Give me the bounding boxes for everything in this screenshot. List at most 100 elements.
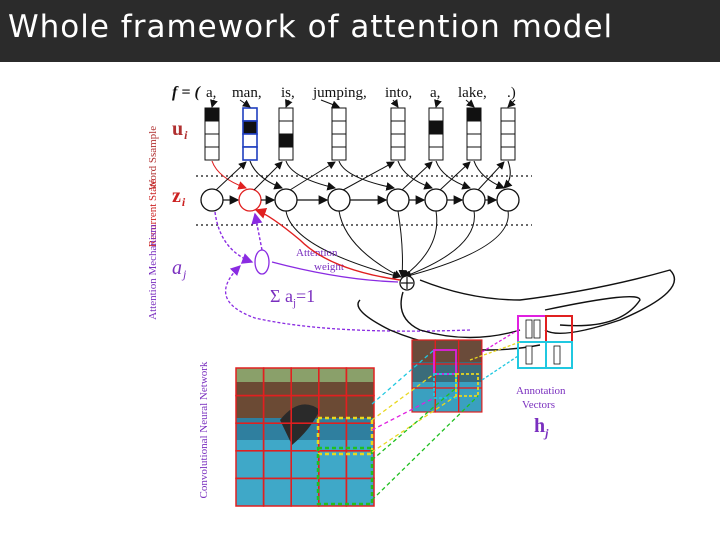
attention-mechanism-group-label: Attention Mechanism bbox=[147, 224, 159, 320]
row-group-labels: Word Ssample Recurrent State Attention M… bbox=[147, 126, 159, 320]
state-to-context-arrow bbox=[402, 210, 475, 279]
cnn-label: Convolutional Neural Network bbox=[198, 361, 210, 498]
annotation-feedback-loop-2 bbox=[357, 299, 541, 351]
input-image-sky bbox=[236, 368, 374, 382]
feature-to-annotation-3 bbox=[469, 341, 521, 361]
recurrent-node bbox=[274, 188, 298, 212]
sentence-word: man, bbox=[232, 85, 262, 101]
feature-map-highlight-yellow bbox=[455, 373, 479, 397]
projection-line-3 bbox=[371, 387, 457, 461]
vector-cell bbox=[428, 120, 444, 135]
vector-cell bbox=[278, 133, 294, 148]
vector-cell bbox=[428, 107, 444, 122]
sum-constraint: Σ aj=1 bbox=[270, 286, 315, 309]
vector-to-state-arrow bbox=[473, 160, 506, 190]
word-to-vector-arrow bbox=[465, 99, 475, 108]
word-vector bbox=[278, 98, 294, 161]
state-to-context-arrow bbox=[338, 210, 402, 278]
annotation-to-attention-arrow bbox=[224, 265, 471, 332]
sentence-word: .) bbox=[507, 85, 516, 101]
vector-cell bbox=[428, 133, 444, 148]
projection-line-2 bbox=[371, 395, 457, 453]
vector-cell bbox=[466, 120, 482, 135]
recurrent-node bbox=[424, 188, 448, 212]
state-to-vector-arrow bbox=[401, 161, 433, 191]
annotation-vectors-label: Annotation Vectors bbox=[516, 385, 568, 411]
sentence-word: a, bbox=[430, 85, 440, 101]
vector-cell bbox=[204, 146, 220, 161]
word-vector bbox=[320, 99, 347, 161]
recurrent-state-group-label: Recurrent State bbox=[147, 179, 159, 247]
attention-node bbox=[254, 249, 270, 275]
vector-to-state-arrow bbox=[285, 160, 337, 191]
vector-cell bbox=[278, 120, 294, 135]
sentence-word: is, bbox=[281, 85, 295, 101]
annotation-block-cyan-2 bbox=[545, 341, 573, 369]
vector-cell bbox=[390, 146, 406, 161]
word-to-vector-arrow bbox=[210, 99, 218, 108]
word-to-vector-arrow bbox=[285, 98, 293, 108]
feature-map-rock bbox=[412, 340, 482, 362]
u-symbol: ui bbox=[172, 118, 188, 142]
vector-to-state-arrow bbox=[338, 160, 396, 191]
annotation-feedback-loop-1 bbox=[400, 291, 521, 339]
state-to-vector-arrow bbox=[342, 161, 395, 191]
word-sample-group-label: Word Ssample bbox=[147, 126, 159, 190]
sentence-words: a,man,is,jumping,into,a,lake,.) bbox=[206, 85, 516, 101]
vector-cell bbox=[466, 107, 482, 122]
annotation-vector-mini-4 bbox=[553, 345, 561, 365]
vector-to-state-arrow bbox=[397, 160, 434, 190]
sentence-word: into, bbox=[385, 85, 412, 101]
vector-cell bbox=[242, 133, 258, 148]
word-sample-vectors bbox=[204, 98, 516, 161]
slide-title: Whole framework of attention model bbox=[8, 9, 614, 45]
attention-weight-curve bbox=[271, 261, 399, 283]
input-image-grid bbox=[235, 367, 375, 507]
annotation-feedback-loop-4 bbox=[419, 269, 676, 335]
vector-cell bbox=[331, 133, 347, 148]
feature-map bbox=[411, 339, 483, 413]
z-symbol: zi bbox=[172, 185, 186, 209]
attention-to-state-arrow bbox=[214, 211, 254, 264]
vector-cell bbox=[204, 120, 220, 135]
word-to-vector-arrow bbox=[390, 98, 399, 108]
vector-cell bbox=[500, 133, 516, 148]
h-symbol: hj bbox=[534, 415, 549, 440]
recurrent-node bbox=[327, 188, 351, 212]
sentence-word: a, bbox=[206, 85, 216, 101]
sentence-word: lake, bbox=[458, 85, 487, 101]
context-to-state-arrow bbox=[254, 208, 401, 281]
feature-map-highlight-cyan bbox=[433, 373, 457, 399]
recurrent-node bbox=[238, 188, 262, 212]
sentence-prefix: f = ( bbox=[172, 84, 201, 101]
feature-to-annotation-2 bbox=[481, 355, 519, 381]
feature-to-annotation-1 bbox=[481, 329, 519, 353]
annotation-vector-mini-3 bbox=[525, 345, 533, 365]
word-vector bbox=[204, 99, 220, 161]
title-bar: Whole framework of attention model bbox=[0, 0, 720, 62]
feature-map-water bbox=[412, 382, 482, 412]
recurrent-node bbox=[386, 188, 410, 212]
recurrent-node bbox=[200, 188, 224, 212]
vector-cell bbox=[466, 146, 482, 161]
vector-cell bbox=[466, 133, 482, 148]
input-image bbox=[235, 367, 375, 507]
word-to-vector-arrow bbox=[507, 99, 516, 108]
state-to-vector-arrow bbox=[253, 161, 283, 191]
recurrent-states bbox=[200, 160, 520, 280]
input-image-dolphin bbox=[280, 404, 320, 445]
projection-lines bbox=[371, 349, 479, 501]
input-image-water bbox=[236, 440, 374, 506]
vector-cell bbox=[500, 146, 516, 161]
input-grid-cell bbox=[345, 477, 375, 507]
word-vector bbox=[239, 99, 258, 161]
vector-cell bbox=[390, 120, 406, 135]
vector-to-state-arrow bbox=[503, 160, 513, 189]
vector-cell bbox=[278, 146, 294, 161]
vector-cell bbox=[278, 107, 294, 122]
vector-cell bbox=[331, 120, 347, 135]
vector-to-state-arrow bbox=[435, 160, 472, 190]
annotation-block-red bbox=[545, 315, 573, 343]
vector-cell bbox=[500, 120, 516, 135]
word-to-vector-arrow bbox=[239, 99, 251, 108]
